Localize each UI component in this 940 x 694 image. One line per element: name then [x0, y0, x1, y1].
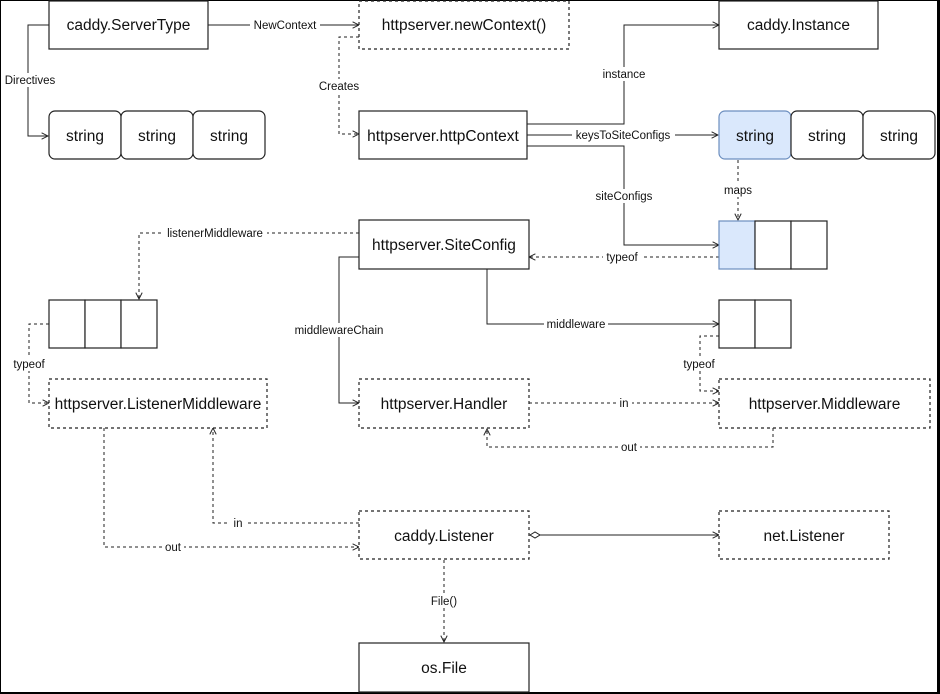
- array-cell: [718, 299, 756, 349]
- edge-label-creates: Creates: [319, 81, 360, 93]
- array-cell: [754, 220, 792, 270]
- node-handler[interactable]: httpserver.Handler: [358, 378, 530, 429]
- edge-listener-middleware: [139, 232, 359, 299]
- array-cell: [754, 299, 792, 349]
- node-os-file[interactable]: os.File: [358, 642, 530, 693]
- edge-label-in-listener: in: [234, 518, 243, 530]
- edge-out-listener: [103, 428, 359, 547]
- node-label: string: [736, 128, 774, 145]
- edge-label-maps: maps: [724, 185, 752, 197]
- edge-label-listener-middleware: listenerMiddleware: [167, 228, 263, 240]
- node-net-listener[interactable]: net.Listener: [718, 510, 890, 560]
- edge-typeof-listener: [28, 323, 49, 403]
- node-site-config[interactable]: httpserver.SiteConfig: [358, 219, 530, 270]
- edge-label-middleware: middleware: [547, 319, 606, 331]
- edge-label-instance: instance: [603, 69, 646, 81]
- node-directive-string-1[interactable]: string: [48, 110, 122, 160]
- node-caddy-listener[interactable]: caddy.Listener: [358, 510, 530, 560]
- node-key-string-3[interactable]: string: [862, 110, 936, 160]
- array-cell: [48, 299, 86, 349]
- node-label: os.File: [421, 660, 467, 677]
- node-site-config-array[interactable]: [718, 220, 828, 270]
- node-label: string: [138, 128, 176, 145]
- array-cell: [120, 299, 158, 349]
- edge-label-out-handler: out: [621, 442, 638, 454]
- node-listener-middleware[interactable]: httpserver.ListenerMiddleware: [48, 378, 268, 429]
- node-label: httpserver.ListenerMiddleware: [55, 396, 262, 413]
- edge-label-keys-to-site-configs: keysToSiteConfigs: [576, 130, 671, 142]
- array-cell: [84, 299, 122, 349]
- node-directive-string-2[interactable]: string: [120, 110, 194, 160]
- edge-label-out-listener: out: [165, 542, 182, 554]
- node-label: caddy.Listener: [394, 528, 494, 545]
- edge-label-in-handler: in: [620, 398, 629, 410]
- node-label: string: [210, 128, 248, 145]
- node-listener-middleware-array[interactable]: [48, 299, 158, 349]
- edge-label-new-context: NewContext: [254, 20, 317, 32]
- node-key-string-2[interactable]: string: [790, 110, 864, 160]
- node-label: httpserver.Middleware: [749, 396, 901, 413]
- edge-label-site-configs: siteConfigs: [596, 191, 653, 203]
- node-caddy-instance[interactable]: caddy.Instance: [718, 0, 879, 50]
- edge-label-typeof-listener: typeof: [13, 359, 45, 371]
- edge-label-directives: Directives: [5, 75, 56, 87]
- edge-in-listener: [213, 428, 359, 524]
- edge-middleware: [486, 269, 719, 324]
- node-label: string: [880, 128, 918, 145]
- node-middleware-array[interactable]: [718, 299, 792, 349]
- edge-label-middleware-chain: middlewareChain: [295, 325, 384, 337]
- nodes: caddy.ServerType httpserver.newContext()…: [48, 0, 936, 693]
- node-label: httpserver.SiteConfig: [372, 237, 516, 254]
- node-label: caddy.ServerType: [67, 17, 191, 34]
- node-label: string: [808, 128, 846, 145]
- edge-label-typeof-siteconfig: typeof: [606, 252, 638, 264]
- node-label: httpserver.newContext(): [382, 17, 547, 34]
- node-label: httpserver.httpContext: [367, 128, 519, 145]
- node-label: net.Listener: [764, 528, 845, 545]
- node-label: string: [66, 128, 104, 145]
- node-caddy-servertype[interactable]: caddy.ServerType: [48, 0, 209, 50]
- array-cell: [790, 220, 828, 270]
- node-new-context[interactable]: httpserver.newContext(): [358, 0, 570, 50]
- node-label: caddy.Instance: [747, 17, 850, 34]
- node-directive-string-3[interactable]: string: [192, 110, 266, 160]
- node-middleware[interactable]: httpserver.Middleware: [718, 378, 931, 429]
- node-http-context[interactable]: httpserver.httpContext: [358, 110, 528, 160]
- node-key-string-1[interactable]: string: [718, 110, 792, 160]
- node-label: httpserver.Handler: [381, 396, 508, 413]
- edge-label-typeof-middleware: typeof: [683, 359, 715, 371]
- edges: NewContext Directives Creates instance k…: [3, 18, 774, 642]
- edge-label-file: File(): [431, 596, 457, 608]
- array-cell-highlighted: [718, 220, 756, 270]
